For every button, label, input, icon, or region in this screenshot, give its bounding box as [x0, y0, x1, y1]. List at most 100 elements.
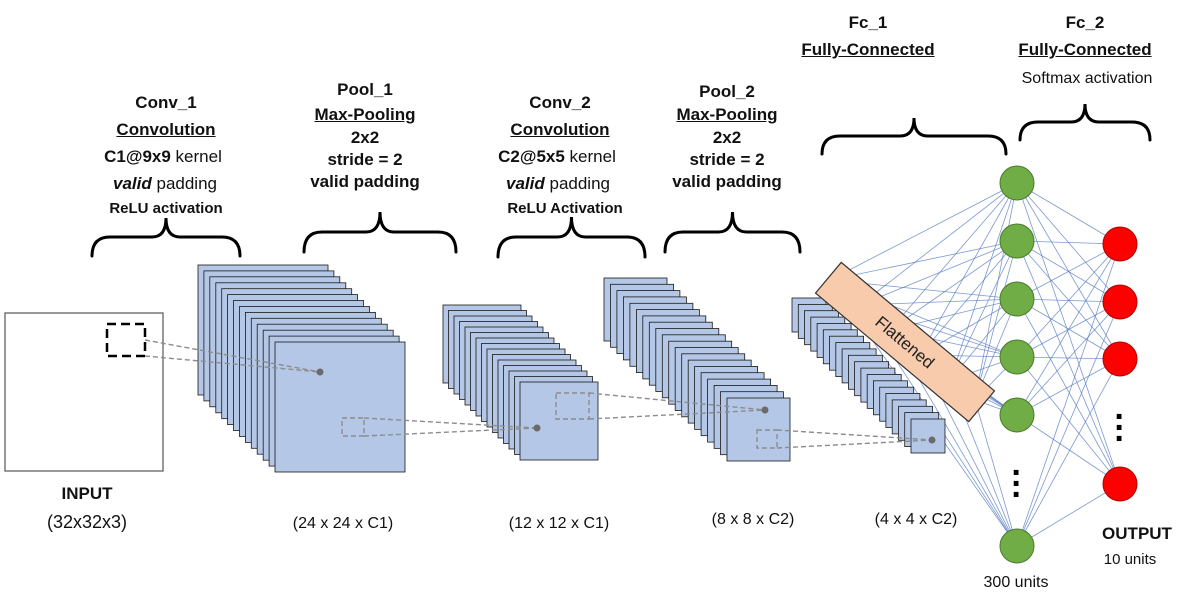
- conv1-dims: (24 x 24 x C1): [292, 515, 394, 532]
- guide-line: [588, 409, 766, 420]
- connection-line: [1016, 243, 1121, 416]
- layer-brace: [663, 211, 802, 254]
- connection-line: [949, 182, 1018, 381]
- connection-line: [829, 182, 1018, 281]
- connection-line: [1016, 243, 1121, 547]
- receptive-field-box: [341, 417, 365, 437]
- pool2-dims: (4 x 4 x C2): [874, 511, 958, 528]
- conv1-name: Conv_1: [135, 93, 197, 112]
- pool2-padding: valid padding: [672, 172, 782, 191]
- input-receptive-field: [105, 322, 147, 358]
- output-node: [1102, 284, 1138, 320]
- feature-map: [519, 381, 599, 461]
- hidden-node: [999, 281, 1035, 317]
- guide-dot: [533, 424, 541, 432]
- connection-line: [1016, 483, 1121, 547]
- connection-line: [889, 240, 1018, 331]
- conv1-type: Convolution: [116, 120, 216, 139]
- fc1-units: 300 units: [983, 574, 1049, 591]
- layer-brace: [90, 217, 242, 258]
- guide-dot: [928, 436, 936, 444]
- pool1-type: Max-Pooling: [314, 105, 416, 124]
- feature-map: [910, 418, 946, 454]
- fc-nodes: [999, 165, 1138, 564]
- fc1-type: Fully-Connected: [801, 40, 935, 59]
- connection-line: [1016, 243, 1121, 300]
- feature-map-stack-conv2: [603, 277, 791, 462]
- layer-braces: [90, 103, 1152, 259]
- output-node: [1102, 466, 1138, 502]
- connection-line: [974, 240, 1018, 401]
- guide-line: [144, 355, 321, 373]
- feature-map: [274, 341, 406, 473]
- conv1-padding-word: valid: [113, 174, 152, 193]
- conv2-padding: valid padding: [506, 174, 610, 194]
- fc2-type: Fully-Connected: [1018, 40, 1152, 59]
- feature-map-stack-conv1: [197, 264, 406, 473]
- conv1-activation: ReLU activation: [109, 200, 223, 217]
- connection-line: [1016, 414, 1121, 485]
- input-dims: (32x32x3): [46, 512, 128, 532]
- connection-line: [1016, 243, 1121, 358]
- guide-line: [144, 339, 321, 373]
- pool1-size: 2x2: [350, 128, 380, 147]
- conv2-dims: (8 x 8 x C2): [711, 511, 795, 528]
- feature-map-stack-pool1: [442, 304, 599, 461]
- output-units: 10 units: [1103, 551, 1157, 568]
- receptive-field-guides: [144, 339, 936, 449]
- connection-line: [1016, 356, 1121, 485]
- connection-line: [859, 240, 1018, 306]
- connection-line: [829, 240, 1018, 281]
- hidden-node: [999, 165, 1035, 201]
- connection-line: [949, 240, 1018, 381]
- connection-line: [1016, 358, 1121, 416]
- output-nodes-ellipsis: ···: [1114, 398, 1126, 458]
- layer-brace: [302, 211, 458, 254]
- guide-line: [776, 439, 933, 449]
- pool2-type: Max-Pooling: [676, 105, 778, 124]
- hidden-nodes-ellipsis: ···: [1011, 454, 1023, 514]
- conv2-type: Convolution: [510, 120, 610, 139]
- pool1-padding: valid padding: [310, 172, 420, 191]
- guide-line: [588, 392, 766, 411]
- fc2-name: Fc_2: [1065, 13, 1105, 32]
- conv1-kernel: C1@9x9 kernel: [104, 147, 222, 167]
- pool1-name: Pool_1: [337, 80, 393, 99]
- connection-line: [1016, 298, 1121, 485]
- layer-brace: [1018, 103, 1152, 142]
- guide-dot: [316, 368, 324, 376]
- conv2-padding-suffix: padding: [549, 174, 610, 193]
- guide-line: [776, 429, 933, 441]
- pool1-dims: (12 x 12 x C1): [508, 515, 610, 532]
- connection-line: [919, 240, 1018, 356]
- connection-line: [1016, 182, 1121, 360]
- pool1-stride: stride = 2: [327, 150, 403, 169]
- feature-map-stack-pool2: [791, 297, 946, 454]
- layer-brace: [820, 117, 1008, 156]
- connection-line: [1016, 358, 1121, 547]
- guide-dot: [761, 406, 769, 414]
- hidden-node: [999, 397, 1035, 433]
- connection-line: [1016, 182, 1121, 485]
- connection-line: [889, 182, 1018, 331]
- connection-line: [919, 182, 1018, 356]
- output-title: OUTPUT: [1102, 524, 1172, 543]
- conv1-kernel-prefix: C1@9x9: [104, 147, 171, 166]
- conv1-padding-suffix: padding: [156, 174, 217, 193]
- hidden-node: [999, 339, 1035, 375]
- conv2-kernel-prefix: C2@5x5: [498, 147, 565, 166]
- output-node: [1102, 341, 1138, 377]
- connection-line: [974, 182, 1018, 401]
- connection-line: [1016, 301, 1121, 416]
- conv2-name: Conv_2: [529, 93, 591, 112]
- connection-line: [859, 182, 1018, 306]
- pool2-size: 2x2: [712, 128, 742, 147]
- conv2-padding-word: valid: [506, 174, 545, 193]
- conv2-kernel: C2@5x5 kernel: [498, 147, 616, 167]
- input-title: INPUT: [61, 484, 113, 503]
- fc2-activation: Softmax activation: [1021, 70, 1153, 87]
- fc1-name: Fc_1: [848, 13, 888, 32]
- guide-line: [363, 427, 538, 437]
- layer-brace: [496, 216, 647, 259]
